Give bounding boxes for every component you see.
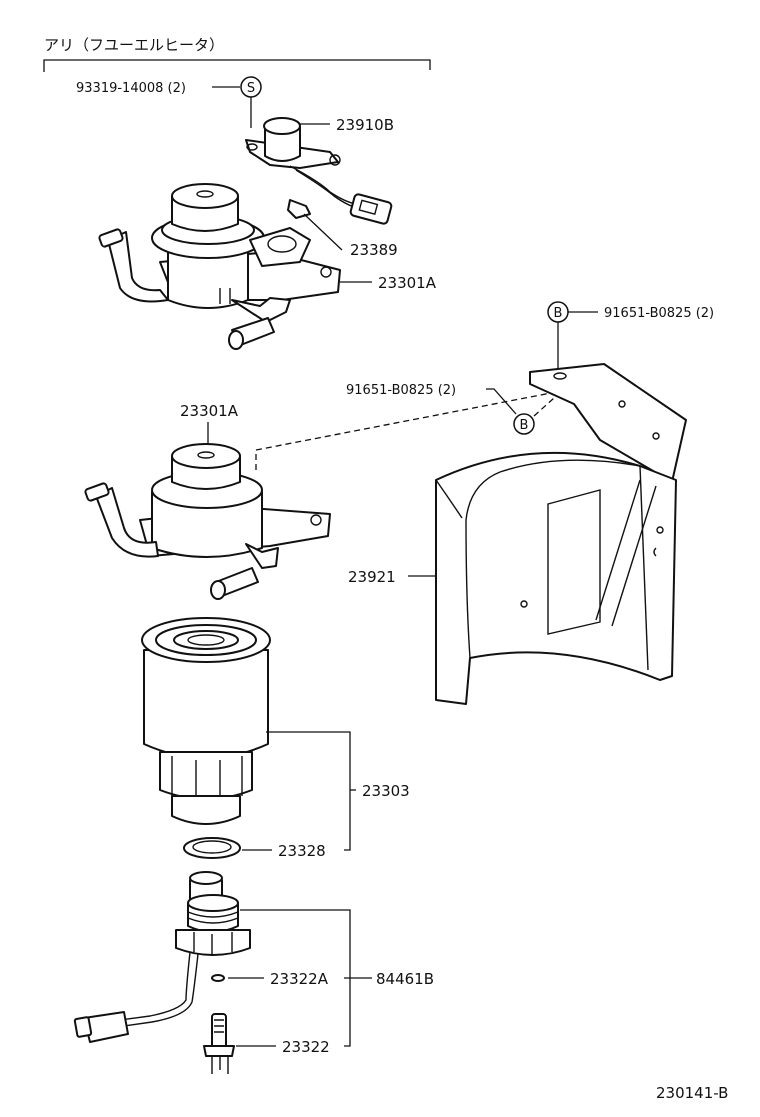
symbol-b-top-icon: B <box>547 301 569 323</box>
leader-91651-mid <box>486 388 517 415</box>
label-91651-top: 91651-B0825 (2) <box>604 306 714 321</box>
leader-23389 <box>303 213 343 251</box>
header-note: アリ（フユーエルヒータ） <box>44 36 224 54</box>
label-93319-14008: 93319-14008 (2) <box>76 81 186 96</box>
label-23910b: 23910B <box>336 116 394 134</box>
label-23322: 23322 <box>282 1038 330 1056</box>
priming-pump-lower <box>84 443 331 600</box>
footer-code: 230141-B <box>656 1084 728 1102</box>
bracket-23921 <box>435 363 687 705</box>
symbol-b-mid-letter: B <box>520 418 529 433</box>
switch-23322 <box>203 1013 235 1074</box>
label-23301a-upper: 23301A <box>378 274 437 292</box>
gasket-23328 <box>183 837 241 859</box>
priming-pump-upper <box>98 183 341 350</box>
label-23921: 23921 <box>348 568 396 586</box>
label-23389: 23389 <box>350 241 398 259</box>
alignment-dashed-line <box>255 391 557 470</box>
bracket-23303 <box>266 731 351 851</box>
oring-23322a <box>211 974 225 982</box>
label-23322a: 23322A <box>270 970 329 988</box>
label-23303: 23303 <box>362 782 410 800</box>
label-91651-mid: 91651-B0825 (2) <box>346 383 456 398</box>
fuel-heater-23910b <box>245 117 393 225</box>
symbol-b-top-letter: B <box>554 306 563 321</box>
alignment-dashed-short <box>533 397 555 417</box>
symbol-s-letter: S <box>247 81 255 96</box>
symbol-s-icon: S <box>240 76 262 98</box>
header-bracket <box>43 59 431 72</box>
fuel-filter-23303 <box>141 617 271 825</box>
label-23301a-lower: 23301A <box>180 402 239 420</box>
symbol-b-mid-icon: B <box>513 413 535 435</box>
label-23328: 23328 <box>278 842 326 860</box>
clamp-23389 <box>287 199 311 219</box>
warning-switch-84461b <box>73 871 251 1043</box>
label-84461b: 84461B <box>376 970 434 988</box>
